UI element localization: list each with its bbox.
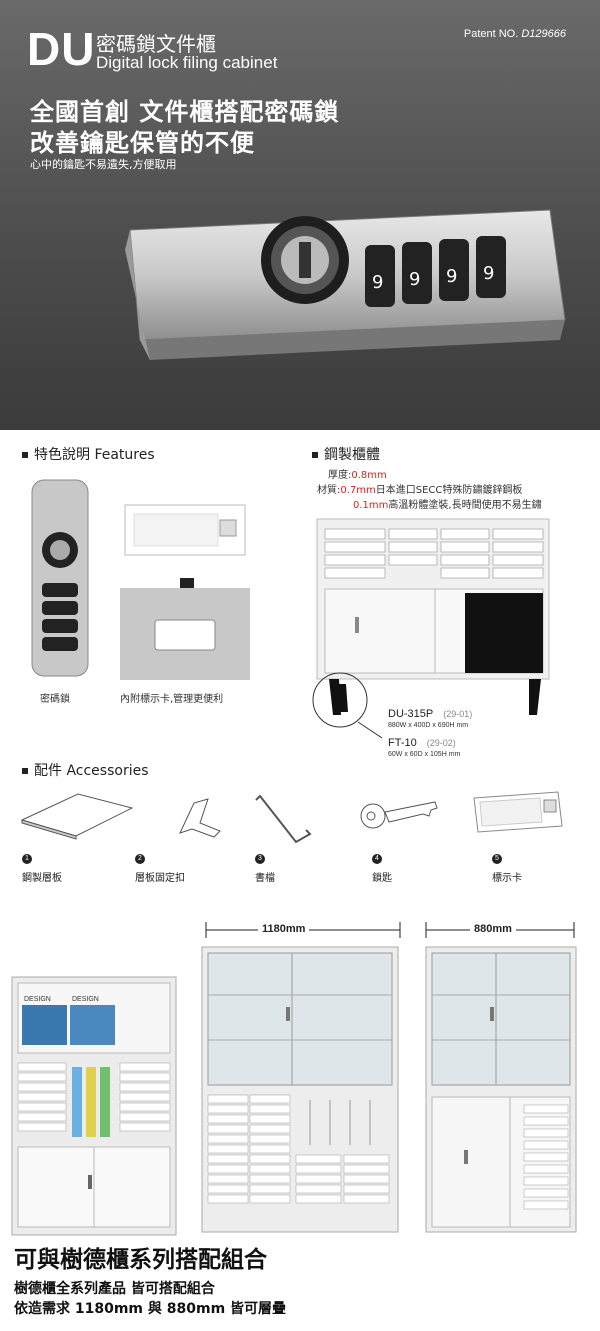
cabinet-lock-icon bbox=[464, 1150, 468, 1164]
steel-heading: 鋼製櫃體 bbox=[312, 444, 380, 464]
combo-line-2: 依造需求 1180mm 與 880mm 皆可層疊 bbox=[14, 1301, 287, 1317]
title-en: Digital lock filing cabinet bbox=[96, 53, 278, 72]
features-heading: 特色說明 Features bbox=[22, 444, 155, 464]
title-cn: 密碼鎖文件櫃 bbox=[96, 32, 216, 56]
cabinet-880-image bbox=[425, 946, 577, 1233]
caption-lock: 密碼鎖 bbox=[40, 694, 70, 705]
hero-banner: DU 密碼鎖文件櫃 Digital lock filing cabinet Pa… bbox=[0, 0, 600, 430]
combo-line-1: 樹德櫃全系列產品 皆可搭配組合 bbox=[14, 1281, 215, 1297]
svg-text:9: 9 bbox=[483, 263, 494, 284]
width-1180: 1180mm bbox=[258, 923, 310, 935]
steel-cabinet-image bbox=[316, 518, 550, 715]
coating-spec: 0.1mm高溫粉體塗裝,長時間使用不易生鏽 bbox=[353, 500, 542, 511]
model-2: FT-10(29-02) bbox=[388, 737, 456, 749]
label-card-icon bbox=[473, 791, 563, 833]
combination-dials-icon bbox=[42, 583, 78, 651]
lock-feature-image bbox=[31, 479, 89, 677]
accessories-heading: 配件 Accessories bbox=[22, 760, 149, 780]
key-icon bbox=[360, 801, 438, 829]
combination-dials-icon: 9 9 9 9 bbox=[365, 236, 506, 307]
cabinet-lock-icon bbox=[355, 617, 359, 633]
accessory-label: 鋼製層板 bbox=[22, 873, 62, 884]
subline: 心中的鑰匙不易遺失,方便取用 bbox=[30, 158, 177, 171]
accessory-label: 鎖匙 bbox=[372, 873, 392, 884]
caption-card: 內附標示卡,管理更便利 bbox=[120, 694, 224, 705]
svg-text:9: 9 bbox=[446, 266, 457, 287]
svg-text:DESIGN: DESIGN bbox=[24, 996, 51, 1003]
width-880: 880mm bbox=[470, 923, 516, 935]
cabinet-1180-image bbox=[201, 946, 399, 1233]
headline-2: 改善鑰匙保管的不便 bbox=[30, 129, 255, 157]
model-1-dim: 880W x 400D x 690H mm bbox=[388, 722, 469, 729]
model-1: DU-315P(29-01) bbox=[388, 708, 473, 720]
accessory-label: 層板固定扣 bbox=[135, 873, 185, 884]
bookend-icon bbox=[255, 794, 312, 844]
accessory-label: 書檔 bbox=[255, 873, 275, 884]
svg-text:9: 9 bbox=[409, 269, 420, 290]
svg-text:9: 9 bbox=[372, 272, 383, 293]
headline-1: 全國首創 文件櫃搭配密碼鎖 bbox=[30, 98, 340, 126]
label-card-feature-image bbox=[120, 504, 250, 680]
material-spec: 材質:0.7mm日本進口SECC特殊防鏽鍍鋅鋼板 bbox=[317, 485, 523, 496]
model-2-dim: 60W x 60D x 105H mm bbox=[388, 751, 461, 758]
accessory-label: 標示卡 bbox=[492, 873, 522, 884]
leg-callout bbox=[312, 672, 383, 739]
digital-lock-hero-image: 9 9 9 9 bbox=[125, 209, 566, 360]
shelf-clip-icon bbox=[179, 798, 221, 838]
thickness-spec: 厚度:0.8mm bbox=[328, 470, 387, 481]
combo-title: 可與樹德櫃系列搭配組合 bbox=[14, 1247, 267, 1273]
brand-logo: DU bbox=[27, 23, 96, 75]
patent-number: Patent NO. D129666 bbox=[463, 28, 566, 40]
steel-shelf-icon bbox=[20, 793, 134, 840]
left-stacked-cabinet-image: DESIGN DESIGN bbox=[11, 976, 177, 1236]
svg-text:DESIGN: DESIGN bbox=[72, 996, 99, 1003]
